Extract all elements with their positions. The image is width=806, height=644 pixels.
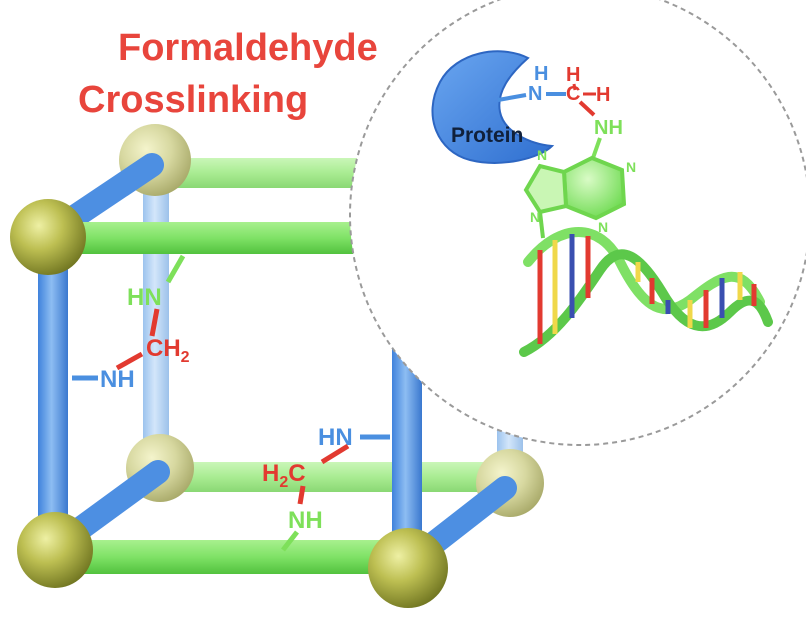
adenine-n1: N [537,147,547,163]
dna-backbone-1 [523,227,765,315]
right-hn-label: HN [318,424,353,451]
methylene-h1-label: H [566,64,580,86]
adenine-base [523,155,627,239]
right-red-bond-upper [320,443,350,465]
right-red-bond-lower [297,485,306,505]
protein-label: Protein [451,124,523,147]
zoom-inset: Protein H N H C H NH N N N N [349,0,806,446]
node-front-top-left [10,199,86,275]
adenine-n4: N [530,209,540,225]
front-top-strut [55,222,355,254]
adenine-n3: N [598,219,608,235]
methylene-c-label: C [566,83,580,105]
amine-n-label: N [528,83,542,105]
adenine-n2: N [626,159,636,175]
base-amine-label: NH [594,117,623,139]
node-front-bottom-right [368,528,448,608]
protein-shape [431,50,555,164]
right-h2c-label: H2C [262,460,306,491]
adenine-sugar-bond [538,211,545,239]
crosslink-left: HN CH2 NH [72,254,190,393]
left-ch-text: CH [146,335,181,362]
node-front-bottom-left [17,512,93,588]
front-bottom-strut [58,540,410,574]
right-c-text: C [288,460,305,487]
left-green-bond [165,254,186,284]
left-hn-label: HN [127,284,162,311]
right-nh-label: NH [288,507,323,534]
left-red-bond-lower [115,351,144,371]
amine-h-label: H [534,63,548,85]
back-bottom-strut [160,462,515,492]
front-left-strut [38,240,68,540]
left-nh-label: NH [100,366,135,393]
title-line-2: Crosslinking [78,79,308,121]
dna-backbone-2 [519,249,773,357]
methylene-h2-label: H [596,84,610,106]
title-line-1: Formaldehyde [118,27,378,69]
right-h-text: H [262,460,279,487]
right-green-bond [281,530,299,552]
left-ch2-label: CH2 [146,335,190,366]
methylene-ch-bond [572,83,577,91]
crosslink-right: HN H2C NH [262,424,390,552]
base-amine-bond [591,137,602,159]
adenine-five-ring [523,163,569,215]
methylene-to-base-bond [578,100,596,117]
right-h-sub: 2 [279,474,288,491]
left-red-bond-upper [149,308,160,337]
protein-amine-bond [497,93,527,102]
left-ch-sub: 2 [181,349,190,366]
adenine-six-ring [561,155,627,221]
dna-helix [519,227,773,357]
